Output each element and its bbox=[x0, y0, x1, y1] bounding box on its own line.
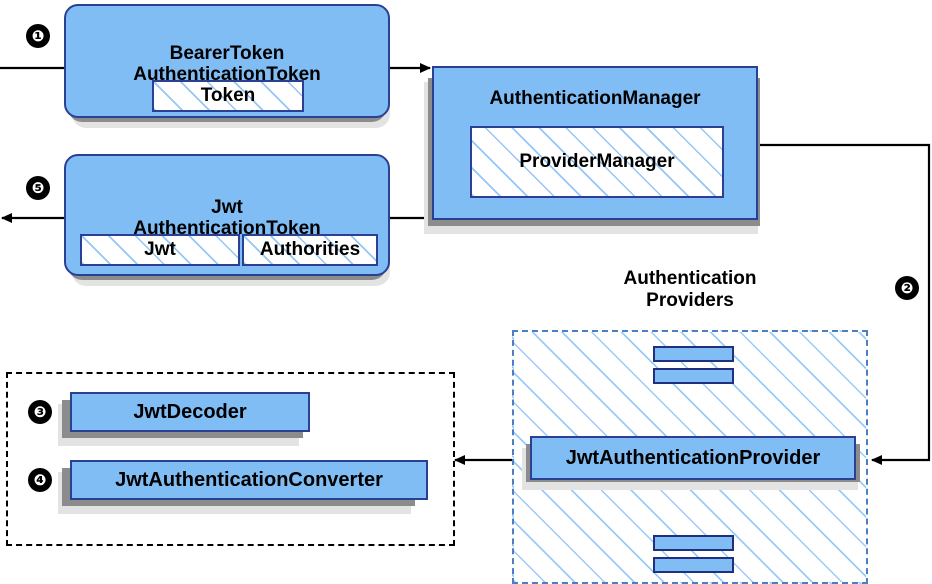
authentication-manager-node[interactable]: AuthenticationManager ProviderManager bbox=[432, 66, 758, 220]
authentication-providers-label: Authentication Providers bbox=[565, 268, 815, 312]
authentication-manager-inner-providermanager[interactable]: ProviderManager bbox=[470, 126, 724, 198]
authentication-manager-title: AuthenticationManager bbox=[489, 88, 701, 109]
jwt-auth-token-title-line1: Jwt bbox=[211, 196, 243, 218]
jwt-auth-token-title-line2: AuthenticationToken bbox=[133, 218, 321, 239]
step-marker-1: ❶ bbox=[26, 24, 50, 48]
bearer-token-title-line1: BearerToken bbox=[169, 42, 285, 64]
provider-placeholder-bar-top-1 bbox=[653, 346, 734, 362]
jwt-auth-provider-label: JwtAuthenticationProvider bbox=[565, 446, 821, 469]
authorities-inner-label: Authorities bbox=[259, 239, 361, 261]
jwt-auth-token-inner-authorities[interactable]: Authorities bbox=[242, 234, 378, 266]
step-marker-2: ❷ bbox=[895, 276, 919, 300]
provider-placeholder-bar-top-2 bbox=[653, 368, 734, 384]
provider-placeholder-bar-bottom-1 bbox=[653, 535, 734, 551]
jwt-auth-provider-node[interactable]: JwtAuthenticationProvider bbox=[530, 436, 856, 480]
authentication-providers-label-line2: Providers bbox=[646, 289, 734, 311]
jwt-decoder-node[interactable]: JwtDecoder bbox=[70, 392, 310, 432]
bearer-token-node[interactable]: BearerToken AuthenticationToken Token bbox=[64, 4, 390, 118]
jwt-inner-label: Jwt bbox=[144, 239, 176, 261]
bearer-token-title-line2: AuthenticationToken bbox=[133, 64, 321, 85]
jwt-converter-label: JwtAuthenticationConverter bbox=[115, 468, 383, 491]
provider-manager-label: ProviderManager bbox=[519, 151, 675, 173]
jwt-auth-token-inner-jwt[interactable]: Jwt bbox=[80, 234, 240, 266]
step-marker-3: ❸ bbox=[28, 400, 52, 424]
step-marker-4: ❹ bbox=[28, 468, 52, 492]
jwt-support-group bbox=[6, 372, 455, 546]
bearer-token-inner-label: Token bbox=[200, 85, 256, 107]
bearer-token-inner-token[interactable]: Token bbox=[152, 80, 304, 112]
jwt-converter-node[interactable]: JwtAuthenticationConverter bbox=[70, 460, 428, 500]
step-marker-5: ❺ bbox=[26, 176, 50, 200]
authentication-providers-label-line1: Authentication bbox=[623, 268, 757, 289]
provider-placeholder-bar-bottom-2 bbox=[653, 557, 734, 573]
jwt-auth-token-node[interactable]: Jwt AuthenticationToken Jwt Authorities bbox=[64, 154, 390, 276]
jwt-decoder-label: JwtDecoder bbox=[133, 400, 247, 423]
